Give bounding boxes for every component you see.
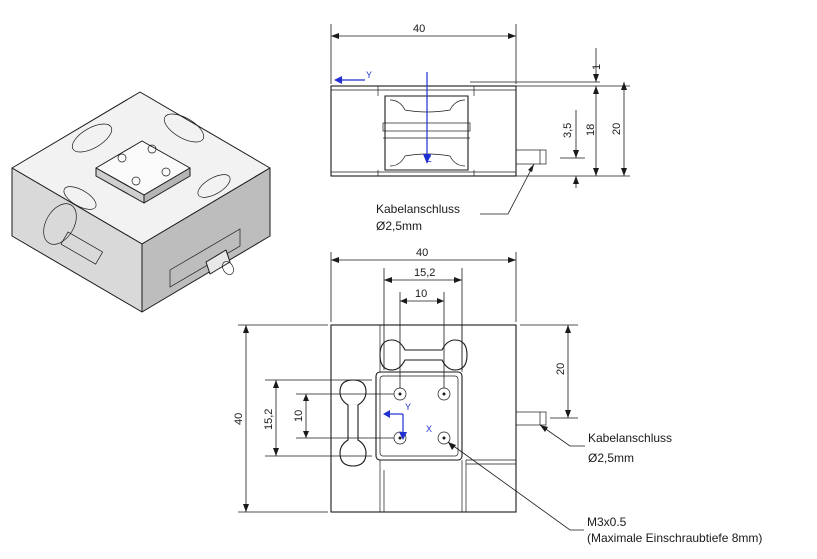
top-width-dim: 40 <box>416 247 428 259</box>
side-cable-note-line2: Ø2,5mm <box>376 219 422 233</box>
top-view: Y X 40 15,2 10 40 <box>233 247 762 545</box>
side-offset-dim: 1 <box>591 64 603 70</box>
isometric-view <box>11 91 271 313</box>
side-axis-y-label: Y <box>366 70 372 80</box>
side-small-dim: 3,5 <box>562 123 574 138</box>
top-x-axis-arrow-icon <box>399 432 407 440</box>
top-axis-x-label: X <box>426 424 432 434</box>
side-axis-z-label: Z <box>426 154 432 164</box>
top-hole-spacing-dim: 10 <box>415 288 427 300</box>
side-height-dim: 18 <box>585 124 597 136</box>
top-inner-height-dim: 15,2 <box>263 409 275 430</box>
thread-note-line1: M3x0.5 <box>587 515 627 529</box>
top-hole-vertical-dim: 10 <box>293 410 305 422</box>
top-axis-y-label: Y <box>405 402 411 412</box>
top-cable-note-line2: Ø2,5mm <box>588 451 634 465</box>
top-body-outline <box>330 324 517 513</box>
side-view: Y Z 40 1 18 20 3,5 <box>330 23 630 233</box>
side-cable-note-line1: Kabelanschluss <box>376 202 460 216</box>
side-width-dim: 40 <box>413 23 425 35</box>
top-cable-note-line1: Kabelanschluss <box>588 431 672 445</box>
top-y-axis-arrow-icon <box>383 410 390 418</box>
top-inner-width-dim: 15,2 <box>414 267 435 279</box>
z-axis-arrow-icon <box>423 154 431 164</box>
thread-note-line2: (Maximale Einschraubtiefe 8mm) <box>587 531 762 545</box>
mounting-plate <box>375 371 463 461</box>
y-axis-arrow-icon <box>334 76 342 84</box>
side-body-outline <box>330 85 517 177</box>
top-height-dim: 40 <box>233 413 245 425</box>
side-total-height-dim: 20 <box>611 123 623 135</box>
top-right-offset-dim: 20 <box>555 363 567 375</box>
